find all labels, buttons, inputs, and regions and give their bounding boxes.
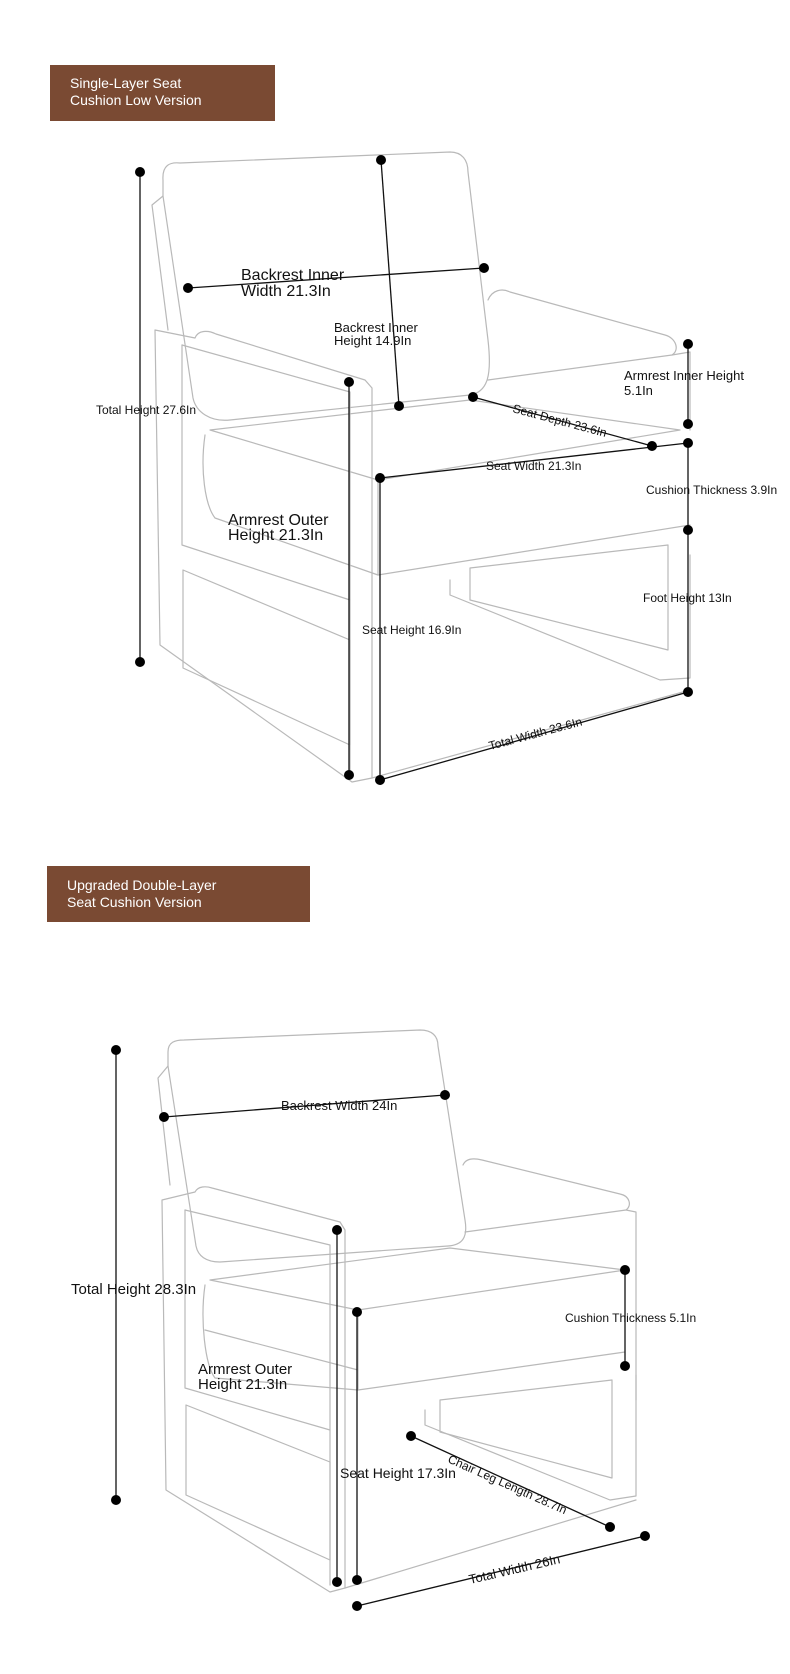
seat-height-label: Seat Height 17.3In (340, 1465, 456, 1481)
endpoint-dot (111, 1495, 121, 1505)
endpoint-dot (440, 1090, 450, 1100)
endpoint-dot (683, 438, 693, 448)
endpoint-dot (352, 1575, 362, 1585)
endpoint-dot (332, 1577, 342, 1587)
endpoint-dot (159, 1112, 169, 1122)
version-badge-single-layer: Single-Layer Seat Cushion Low Version (50, 65, 275, 121)
endpoint-dot (375, 473, 385, 483)
dimension-endpoints (111, 1045, 650, 1611)
badge-line-1: Upgraded Double-Layer (67, 877, 217, 893)
dimension-lines (115, 1050, 646, 1607)
endpoint-dot (640, 1531, 650, 1541)
endpoint-dot (683, 687, 693, 697)
endpoint-dot (406, 1431, 416, 1441)
endpoint-dot (468, 392, 478, 402)
endpoint-dot (332, 1225, 342, 1235)
badge-line-1: Single-Layer Seat (70, 75, 182, 91)
dimension-endpoints (135, 155, 693, 785)
endpoint-dot (183, 283, 193, 293)
cushion-thickness-label: Cushion Thickness 5.1In (565, 1311, 696, 1325)
backrest-inner-height-label-1: Backrest Inner (334, 320, 418, 335)
endpoint-dot (683, 525, 693, 535)
badge-line-2: Seat Cushion Version (67, 894, 202, 910)
endpoint-dot (111, 1045, 121, 1055)
armrest-outer-height-label-2: Height 21.3In (198, 1376, 287, 1393)
endpoint-dot (352, 1601, 362, 1611)
chair-diagram-single-layer: Backrest Inner Width 21.3In Backrest Inn… (96, 151, 777, 785)
endpoint-dot (375, 775, 385, 785)
armrest-inner-height-label-1: Armrest Inner Height (624, 368, 744, 383)
endpoint-dot (135, 167, 145, 177)
endpoint-dot (344, 770, 354, 780)
cushion-thickness-label: Cushion Thickness 3.9In (646, 483, 777, 497)
endpoint-dot (135, 657, 145, 667)
total-height-label: Total Height 28.3In (71, 1281, 196, 1298)
endpoint-dot (605, 1522, 615, 1532)
armrest-inner-height-label-2: 5.1In (624, 383, 653, 398)
seat-height-label: Seat Height 16.9In (362, 623, 461, 637)
endpoint-dot (620, 1361, 630, 1371)
endpoint-dot (647, 441, 657, 451)
foot-height-label: Foot Height 13In (643, 591, 732, 605)
endpoint-dot (683, 419, 693, 429)
armrest-outer-height-label-1: Armrest Outer (228, 512, 329, 529)
backrest-width-label: Backrest Width 24In (281, 1098, 397, 1113)
endpoint-dot (376, 155, 386, 165)
total-width-label: Total Width 26In (467, 1551, 561, 1587)
armrest-outer-height-label-2: Height 21.3In (228, 527, 323, 544)
endpoint-dot (479, 263, 489, 273)
backrest-inner-height-label-2: Height 14.9In (334, 333, 411, 348)
endpoint-dot (344, 377, 354, 387)
dimension-lines (139, 159, 689, 781)
endpoint-dot (352, 1307, 362, 1317)
total-height-label: Total Height 27.6In (96, 403, 196, 417)
seat-width-label: Seat Width 21.3In (486, 459, 581, 473)
endpoint-dot (394, 401, 404, 411)
dimension-labels: Backrest Width 24In Total Height 28.3In … (71, 1098, 696, 1587)
armrest-outer-height-label-1: Armrest Outer (198, 1361, 292, 1378)
endpoint-dot (620, 1265, 630, 1275)
backrest-inner-width-label-2: Width 21.3In (241, 283, 331, 300)
backrest-inner-width-label-1: Backrest Inner (241, 267, 345, 284)
version-badge-double-layer: Upgraded Double-Layer Seat Cushion Versi… (47, 866, 310, 922)
badge-line-2: Cushion Low Version (70, 92, 202, 108)
endpoint-dot (683, 339, 693, 349)
chair-outline (151, 151, 691, 783)
